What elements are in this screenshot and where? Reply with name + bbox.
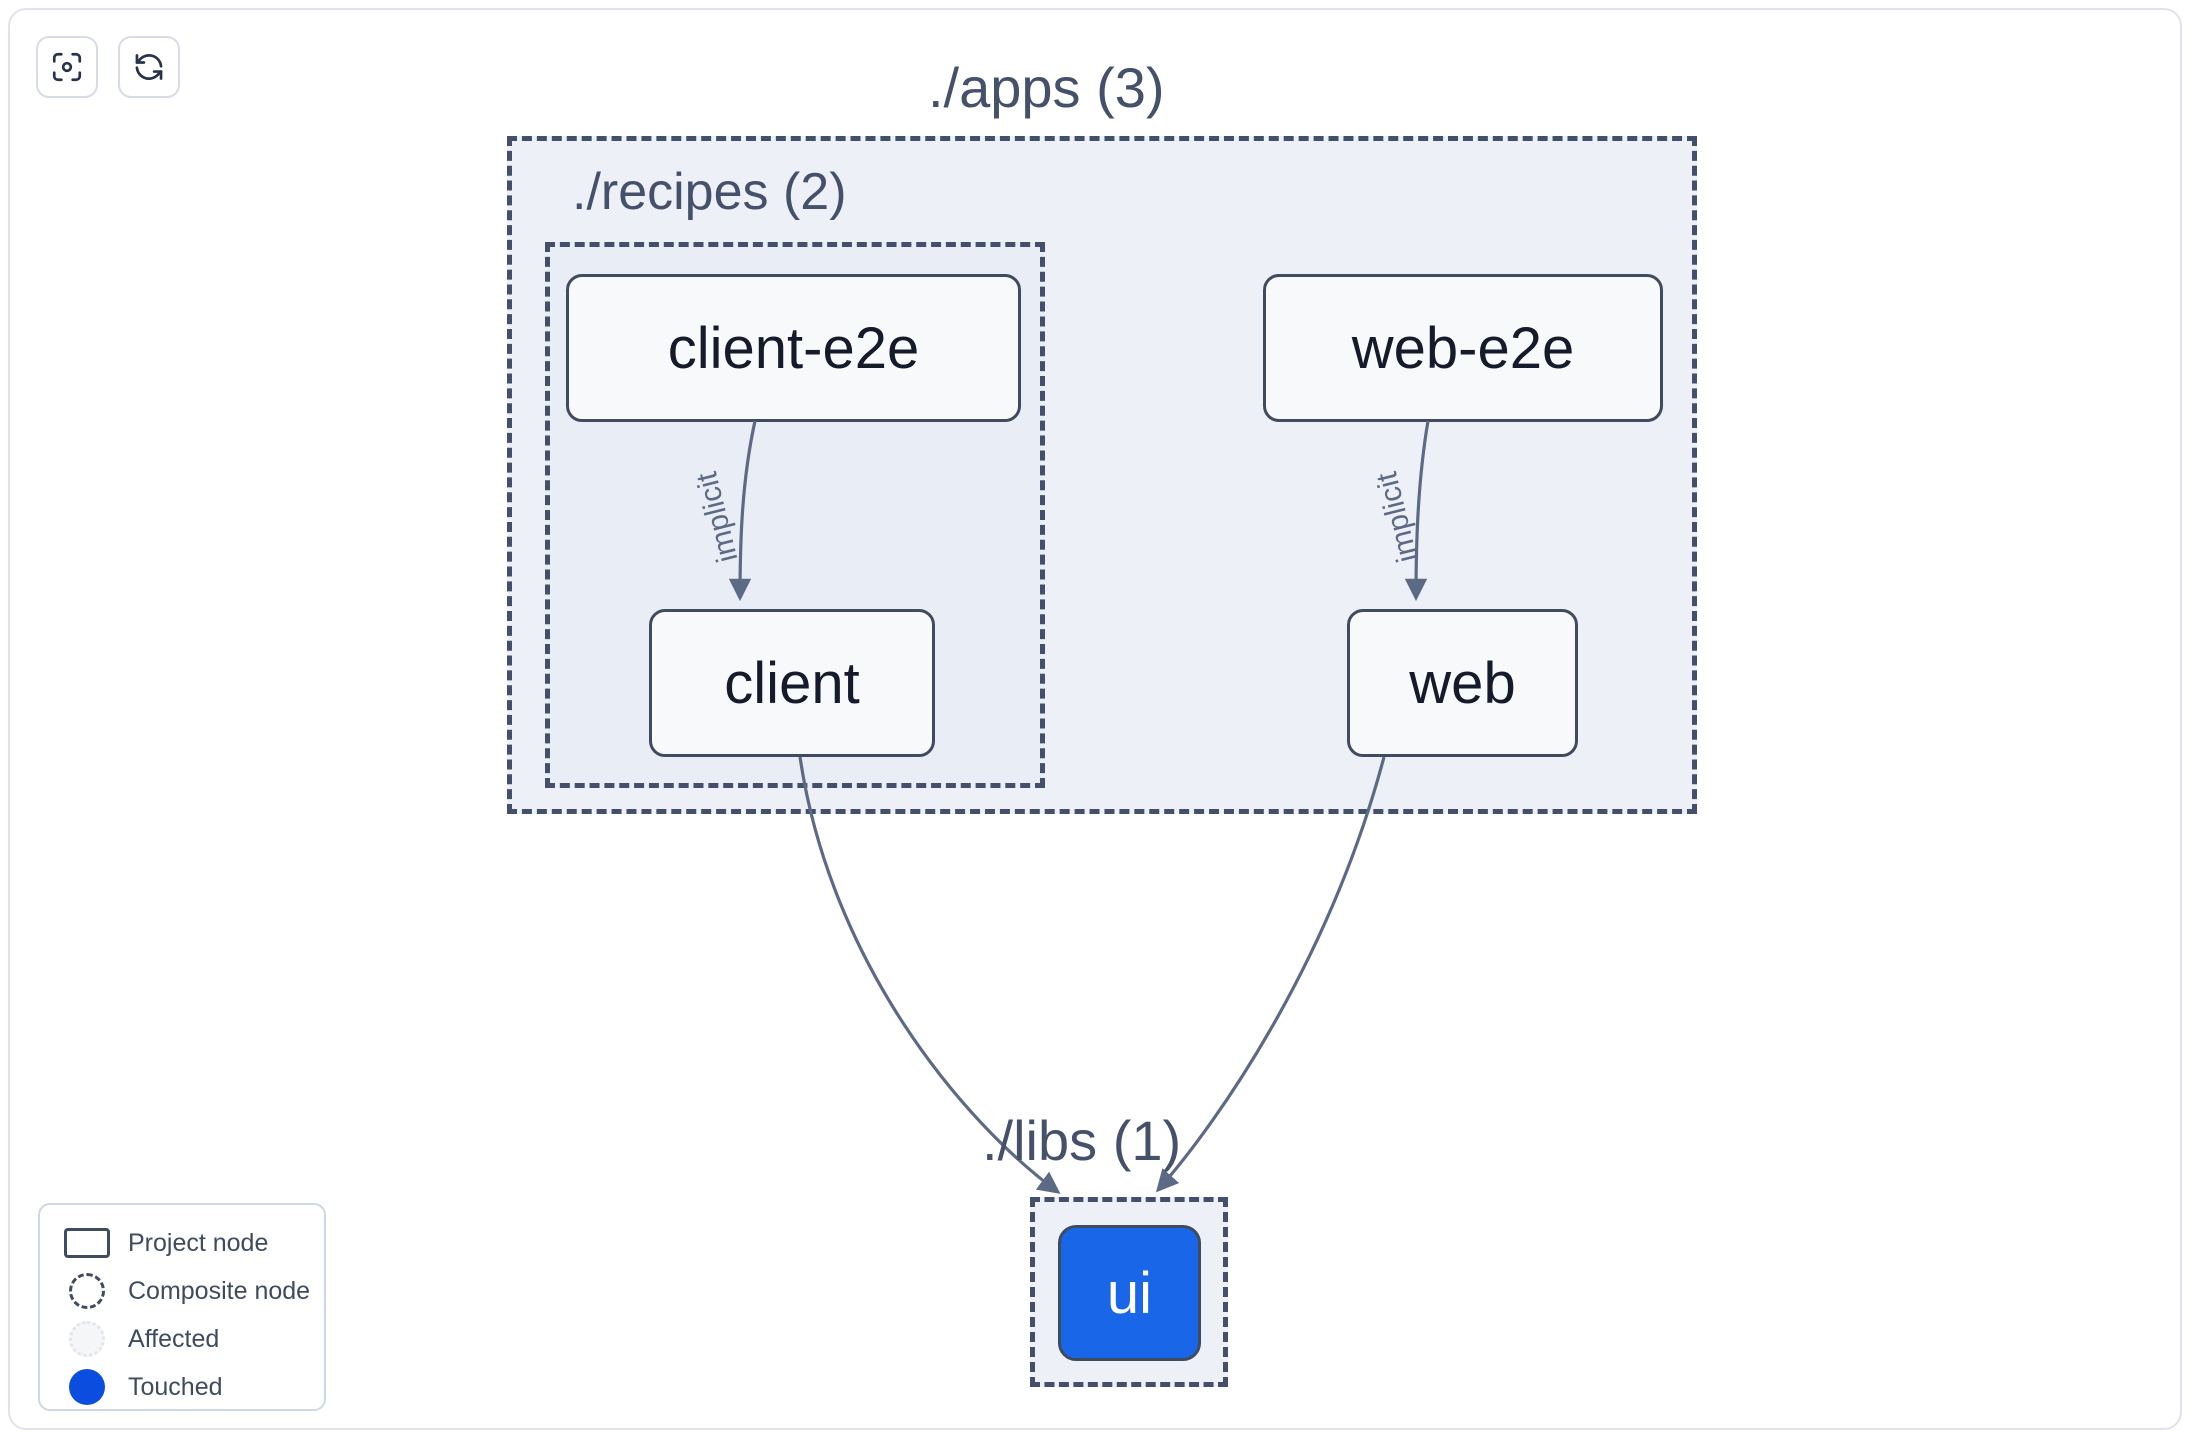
legend-item-composite-node: Composite node (40, 1267, 324, 1315)
node-client-e2e[interactable]: client-e2e (566, 274, 1021, 422)
legend-item-label: Composite node (128, 1276, 311, 1305)
graph-toolbar (36, 36, 180, 98)
legend-item-label: Affected (128, 1324, 220, 1353)
group-label-libs: ./libs (1) (982, 1109, 1182, 1172)
group-label-apps: ./apps (3) (928, 56, 1165, 119)
touched-swatch (56, 1369, 118, 1405)
refresh-graph-button[interactable] (118, 36, 180, 98)
node-web[interactable]: web (1347, 609, 1578, 757)
node-label: client (724, 650, 860, 716)
composite-node-swatch (56, 1273, 118, 1309)
focus-target-icon (50, 50, 84, 84)
legend-item-affected: Affected (40, 1315, 324, 1363)
node-web-e2e[interactable]: web-e2e (1263, 274, 1663, 422)
legend-item-project-node: Project node (40, 1219, 324, 1267)
node-label: web-e2e (1351, 315, 1575, 381)
node-label: web (1409, 650, 1516, 716)
node-label: client-e2e (667, 315, 920, 381)
edge-web-to-ui (1155, 756, 1386, 1193)
node-ui[interactable]: ui (1058, 1225, 1201, 1361)
graph-legend: Project node Composite node Affected Tou… (38, 1203, 326, 1411)
affected-swatch (56, 1321, 118, 1357)
legend-item-label: Touched (128, 1372, 223, 1401)
group-label-recipes: ./recipes (2) (572, 163, 847, 221)
focus-graph-button[interactable] (36, 36, 98, 98)
legend-item-touched: Touched (40, 1363, 324, 1411)
project-node-swatch (56, 1228, 118, 1258)
refresh-icon (132, 50, 166, 84)
node-label: ui (1106, 1260, 1153, 1326)
node-client[interactable]: client (649, 609, 935, 757)
legend-item-label: Project node (128, 1228, 269, 1257)
